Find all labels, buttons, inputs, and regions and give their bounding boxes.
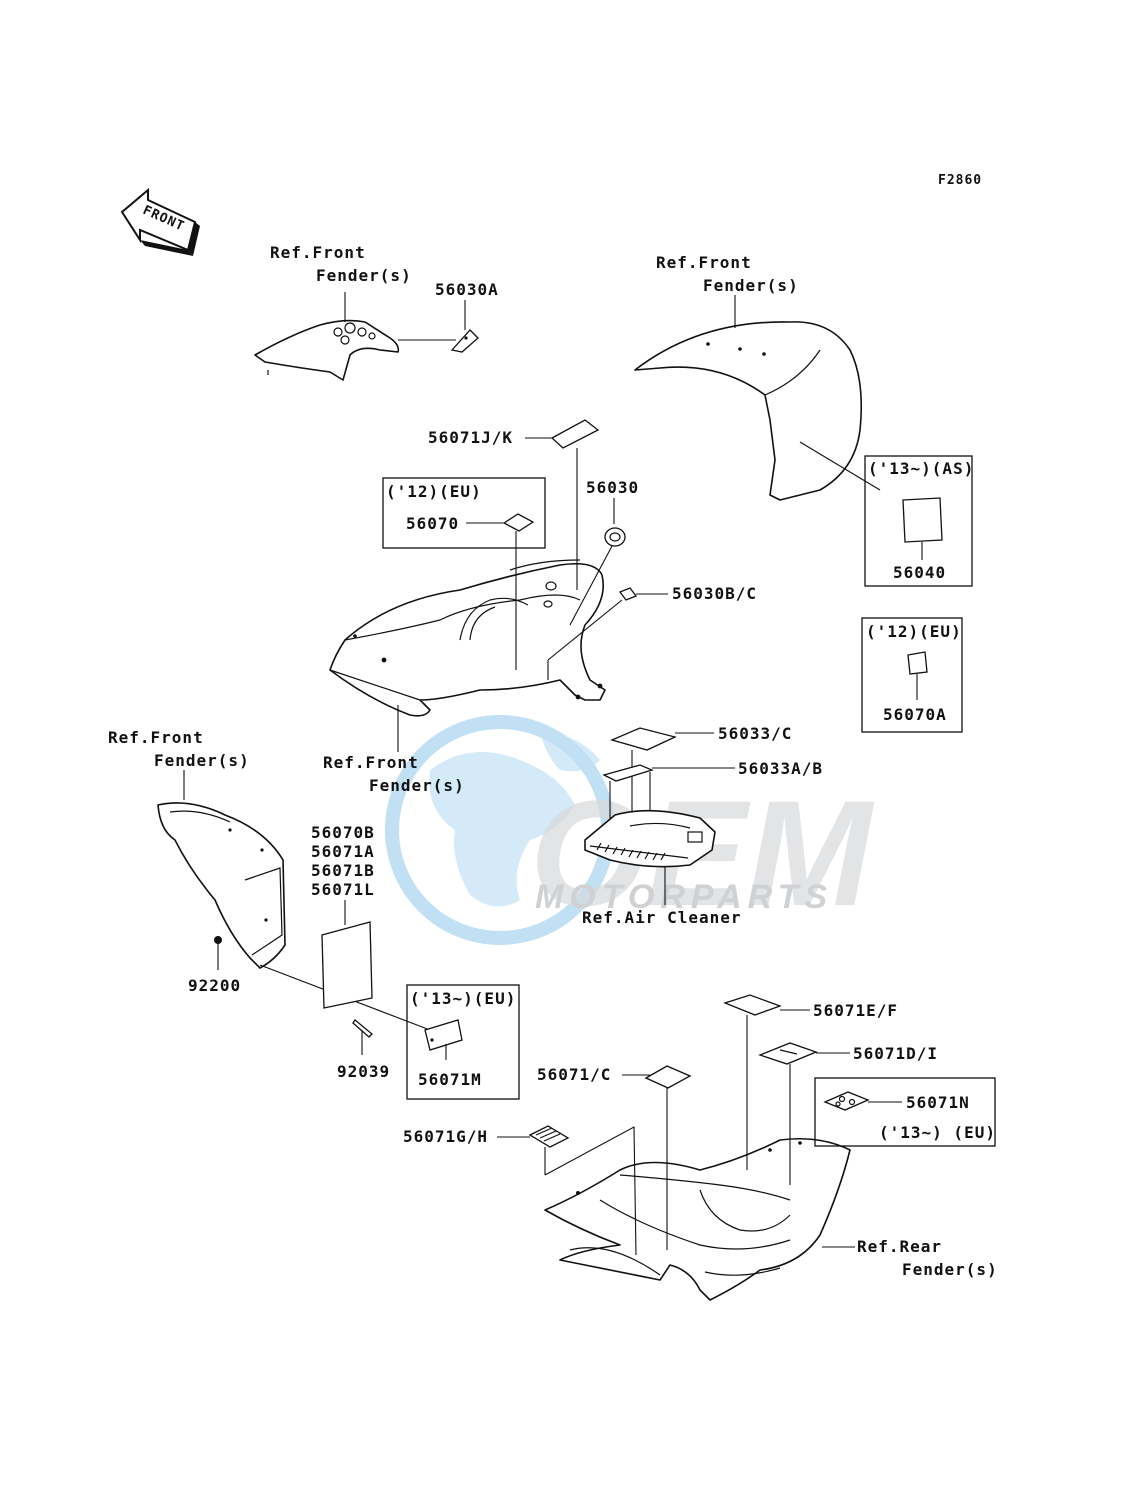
clip-92200-icon (214, 936, 222, 944)
rear-fender-part (544, 1137, 851, 1301)
ref-front-fender-tr-line2: Fender(s) (703, 276, 799, 295)
front-fender-left-part (157, 802, 286, 969)
variant-eu12-right-label: ('12)(EU) (866, 622, 962, 641)
part-label-56030A: 56030A (435, 280, 499, 299)
variant-box-eu13-left (406, 984, 520, 1100)
part-label-56071M: 56071M (418, 1070, 482, 1089)
decal-56070A (907, 651, 928, 675)
decal-56033C (610, 727, 677, 751)
part-label-56030: 56030 (586, 478, 639, 497)
part-label-56033C: 56033/C (718, 724, 792, 743)
decal-56040 (902, 497, 943, 543)
variant-box-as13 (864, 455, 973, 587)
decal-56033AB (602, 764, 654, 782)
ref-front-fender-left-line2: Fender(s) (154, 751, 250, 770)
decal-56030A (450, 329, 479, 353)
ref-front-fender-tr-line1: Ref.Front (656, 253, 752, 272)
watermark-sub: MOTORPARTS (535, 878, 833, 916)
part-label-92200: 92200 (188, 976, 241, 995)
part-label-56033AB: 56033A/B (738, 759, 823, 778)
ref-rear-fender-line1: Ref.Rear (857, 1237, 942, 1256)
decal-56071JK (550, 419, 600, 449)
variant-eu13-right-label: ('13~) (EU) (879, 1123, 996, 1142)
front-fender-bracket-part (254, 319, 400, 381)
ref-front-fender-left-line1: Ref.Front (108, 728, 204, 747)
part-label-56071B: 56071B (311, 861, 375, 880)
variant-box-eu13-right (814, 1077, 996, 1147)
part-label-56070: 56070 (406, 514, 459, 533)
decal-56071DI (758, 1042, 818, 1065)
part-label-56071DI: 56071D/I (853, 1044, 938, 1063)
watermark-continents (429, 752, 575, 907)
decal-56070 (502, 513, 535, 532)
fastener-92039 (352, 1019, 373, 1038)
decal-56030-ring (604, 527, 626, 547)
part-label-56071L: 56071L (311, 880, 375, 899)
ref-front-fender-tl-line2: Fender(s) (316, 266, 412, 285)
variant-as13-label: ('13~)(AS) (868, 459, 974, 478)
variant-box-eu12-main (382, 477, 546, 549)
ref-front-fender-mid-line1: Ref.Front (323, 753, 419, 772)
front-fender-right-part (634, 321, 862, 501)
part-label-56071GH: 56071G/H (403, 1127, 488, 1146)
ref-rear-fender-line2: Fender(s) (902, 1260, 998, 1279)
part-label-56071JK: 56071J/K (428, 428, 513, 447)
ref-air-cleaner: Ref.Air Cleaner (582, 908, 742, 927)
decal-56070B (321, 921, 373, 1009)
front-arrow-icon: FRONT (120, 187, 200, 256)
decal-56071N (823, 1091, 870, 1111)
ref-front-fender-mid-line2: Fender(s) (369, 776, 465, 795)
part-label-56071A: 56071A (311, 842, 375, 861)
part-label-56071C: 56071/C (537, 1065, 611, 1084)
part-label-92039: 92039 (337, 1062, 390, 1081)
ref-front-fender-tl-line1: Ref.Front (270, 243, 366, 262)
decal-56071EF (723, 994, 782, 1016)
decal-56071C (644, 1065, 692, 1089)
watermark-continents-2 (540, 730, 600, 772)
variant-eu12-main-label: ('12)(EU) (386, 482, 482, 501)
variant-box-eu12-right (861, 617, 963, 733)
air-cleaner-part (584, 809, 716, 868)
figure-code: F2860 (938, 173, 982, 188)
variant-eu13-left-label: ('13~)(EU) (410, 989, 516, 1008)
part-label-56070A: 56070A (883, 705, 947, 724)
part-label-56070B: 56070B (311, 823, 375, 842)
decal-56030BC (618, 587, 638, 601)
part-label-56040: 56040 (893, 563, 946, 582)
decal-56071M (424, 1019, 463, 1051)
part-label-56071EF: 56071E/F (813, 1001, 898, 1020)
decal-56071GH (528, 1125, 570, 1148)
part-label-56071N: 56071N (906, 1093, 970, 1112)
part-label-56030BC: 56030B/C (672, 584, 757, 603)
front-fender-main-part (329, 559, 606, 717)
